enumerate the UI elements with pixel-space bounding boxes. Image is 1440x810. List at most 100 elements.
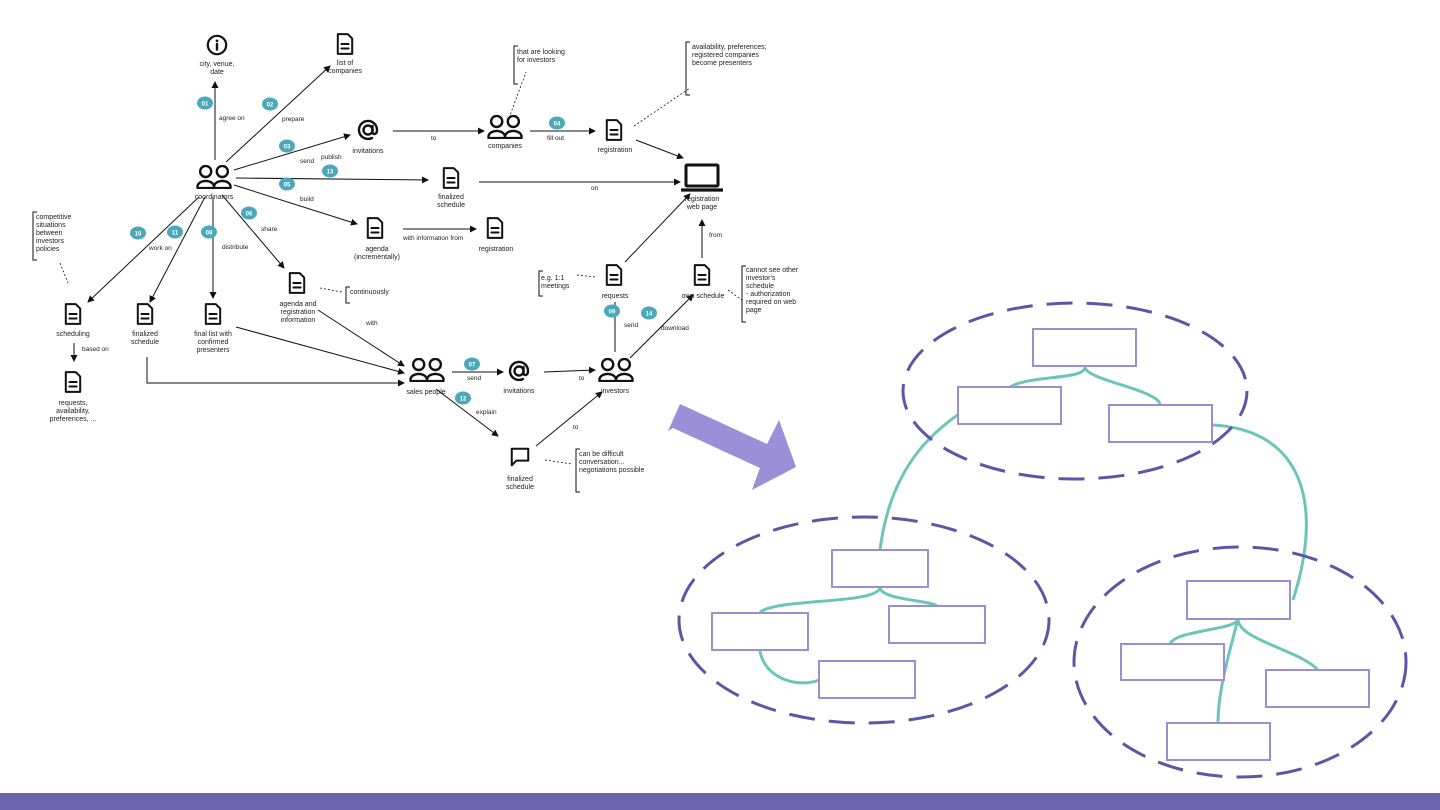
svg-text:11: 11 [172,231,179,237]
node-label-own-schedule: own schedule [682,293,725,300]
document-icon [288,272,306,294]
document-icon [136,303,154,325]
tree-node-box [831,549,929,588]
people-icon [408,358,446,382]
edge-label: build [300,196,314,203]
step-badge: 06 [241,206,257,220]
node-label-info: city, venue,date [200,61,235,76]
node-label-requests-availability: requests,availability,preferences, ... [50,400,97,423]
edge-label: to [431,135,437,142]
tree-node-box [818,660,916,699]
tree-node-box [1108,404,1213,443]
document-icon [204,303,222,325]
document-icon [442,167,460,189]
document-icon [605,119,623,141]
svg-text:06: 06 [246,212,253,218]
note-continuously: continuously [350,289,389,296]
step-badge: 03 [279,139,295,153]
step-badge: 01 [197,96,213,110]
node-label-agenda: agenda(incrementally) [354,246,400,261]
at-icon [508,360,530,382]
laptop-icon [680,163,724,192]
at-icon [357,119,379,141]
document-icon [366,217,384,239]
edge-label: from [709,232,722,239]
svg-text:03: 03 [284,145,291,151]
node-label-requests: requests [602,293,629,300]
edge-label: on [591,185,599,192]
tree-node-box [1265,669,1370,708]
step-badge: 10 [130,226,146,240]
tree-node-box [1032,328,1137,367]
document-icon [64,371,82,393]
node-label-invitations: invitations [503,388,535,395]
edge-label: based on [82,346,109,353]
edge-label: fill out [547,135,564,142]
edge-label: download [661,325,689,332]
people-icon [597,358,635,382]
node-label-investors: investors [601,388,630,395]
edge-label: to [573,424,579,431]
node-label-scheduling: scheduling [56,331,90,338]
svg-text:14: 14 [646,312,653,318]
svg-text:08: 08 [206,231,213,237]
step-badge: 04 [549,116,565,130]
tree-node-box [957,386,1062,425]
node-label-invitations: invitations [352,148,384,155]
step-badge: 12 [455,391,471,405]
step-badge: 11 [167,225,183,239]
edge-label: send [467,375,481,382]
step-badge: 02 [262,97,278,111]
step-badge: 09 [604,304,620,318]
edge-label: send [624,322,638,329]
edge-label: distribute [222,244,249,251]
edge-label: explain [476,409,497,416]
svg-text:01: 01 [202,102,209,108]
step-badge: 14 [641,306,657,320]
svg-text:09: 09 [609,310,616,316]
node-label-registration: registration [598,147,633,154]
tree-node-box [888,605,986,644]
chat-icon [510,447,530,467]
cluster-ellipse [901,301,1249,481]
tree-node-box [1186,580,1291,620]
svg-text:04: 04 [554,122,561,128]
edge-label: to [579,375,585,382]
people-icon [486,115,524,139]
svg-text:02: 02 [267,103,274,109]
edge-label: publish [321,154,342,161]
step-badge: 05 [279,177,295,191]
edge-label: with information from [402,235,463,242]
node-label-sales-people: sales people [406,389,445,396]
svg-text:05: 05 [284,183,291,189]
document-icon [605,264,623,286]
info-icon [206,34,228,56]
tree-node-box [1120,643,1225,681]
edge-label: work on [148,245,172,252]
edge-label: send [300,158,314,165]
node-label-companies: companies [488,143,522,150]
cluster-ellipse [677,515,1051,725]
document-icon [486,217,504,239]
note-availability: availability, preferences;registered com… [692,44,767,67]
node-label-coordinators: coordinators [195,194,234,201]
svg-text:07: 07 [469,363,476,369]
edge-label: share [261,226,278,233]
people-icon [195,165,233,189]
footer-bar [0,793,1440,810]
edge-label: with [365,320,378,327]
tree-node-box [1166,722,1271,761]
svg-text:12: 12 [460,397,467,403]
